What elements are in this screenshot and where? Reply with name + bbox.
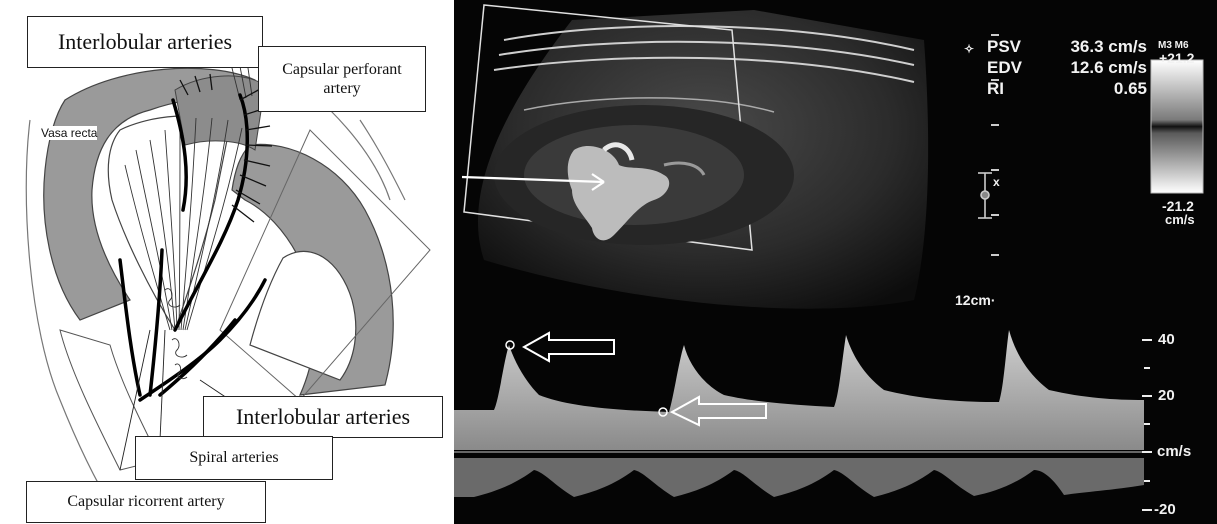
depth-label: 12cm· (955, 292, 995, 308)
kidney-vascular-diagram: Interlobular arteries Capsular perforant… (0, 0, 452, 524)
doppler-ultrasound-image: ✧ PSV 36.3 cm/s EDV 12.6 cm/s RI 0.65 M3… (454, 0, 1217, 524)
psv-marker-icon: ✧ (964, 42, 974, 56)
label-interlobular-arteries-bottom: Interlobular arteries (203, 396, 443, 438)
label-spiral-arteries: Spiral arteries (135, 436, 333, 480)
sample-gate-icon (978, 173, 992, 218)
measurement-ri-value: 0.65 (1114, 79, 1147, 99)
velocity-tick-20: 20 (1158, 387, 1175, 404)
label-vasa-recta: Vasa recta (41, 126, 97, 140)
velocity-tick-neg20: -20 (1154, 501, 1176, 518)
depth-value: 12cm (955, 292, 991, 308)
color-scale-unit: cm/s (1165, 212, 1195, 227)
doppler-spectrum-upper (454, 330, 1144, 450)
label-capsular-ricorrent-artery: Capsular ricorrent artery (26, 481, 266, 523)
color-scale-top: +21.2 (1159, 50, 1194, 66)
measurement-edv: EDV 12.6 cm/s (987, 58, 1147, 78)
color-scale-bar (1151, 60, 1203, 193)
label-capsular-perforant-artery: Capsular perforant artery (258, 46, 426, 112)
measurement-psv: PSV 36.3 cm/s (987, 37, 1147, 57)
gate-marker-label: x (993, 175, 1000, 189)
measurement-edv-value: 12.6 cm/s (1070, 58, 1147, 78)
velocity-tick-40: 40 (1158, 331, 1175, 348)
doppler-spectrum-lower (454, 458, 1144, 497)
measurement-psv-name: PSV (987, 37, 1021, 57)
measurement-ri: RI 0.65 (987, 79, 1147, 99)
hollow-arrow-psv (524, 333, 614, 361)
label-interlobular-arteries-top: Interlobular arteries (27, 16, 263, 68)
measurement-edv-name: EDV (987, 58, 1022, 78)
measurement-ri-name: RI (987, 79, 1004, 99)
measurement-psv-value: 36.3 cm/s (1070, 37, 1147, 57)
velocity-unit: cm/s (1157, 443, 1191, 460)
